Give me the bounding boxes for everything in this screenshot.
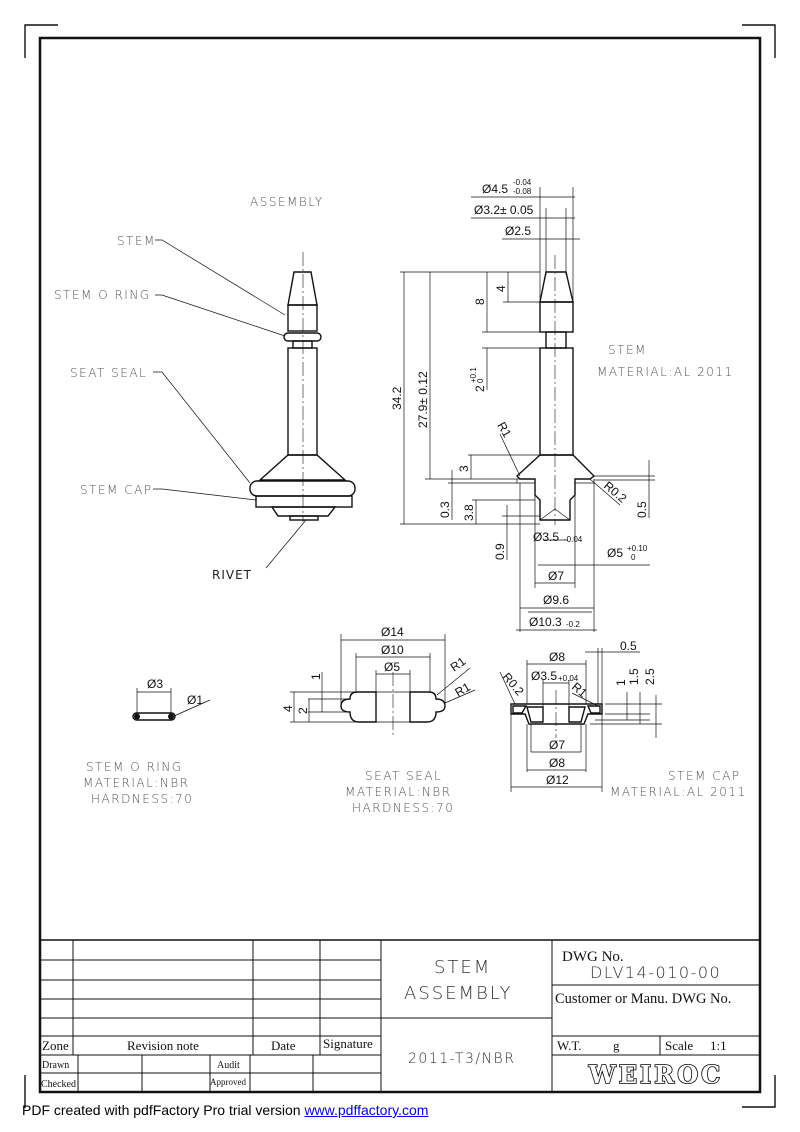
pdf-footer: PDF created with pdfFactory Pro trial ve… <box>22 1102 428 1118</box>
tb-material: 2011-T3/NBR <box>408 1051 515 1067</box>
stem-cap-detail: Ø8 Ø3.5 +0.04 R0.2 R1 0.5 1 1.5 2.5 Ø7 Ø… <box>499 639 747 799</box>
dim-r1: R1 <box>494 420 514 441</box>
tb-wt-label: W.T. <box>557 1038 582 1053</box>
tb-scale-label: Scale <box>665 1038 693 1053</box>
dim-d25: Ø2.5 <box>505 224 531 238</box>
footer-text: PDF created with pdfFactory Pro trial ve… <box>22 1102 305 1118</box>
tb-checked-label: Checked <box>41 1079 76 1090</box>
dim-8: 8 <box>473 298 487 305</box>
cap-dim-h1-5: 1.5 <box>627 668 641 685</box>
cap-material: MATERIAL:AL 2011 <box>610 785 747 799</box>
cap-dim-d7: Ø7 <box>549 738 565 752</box>
cap-dim-0-5: 0.5 <box>620 639 637 653</box>
tb-title-line2: ASSEMBLY <box>404 983 513 1004</box>
stem-name: STEM <box>608 343 647 357</box>
dim-d10-3-tol: -0.2 <box>566 620 580 629</box>
dim-d5-tol-low: 0 <box>631 553 636 562</box>
seal-dim-d5: Ø5 <box>384 660 400 674</box>
dim-d45-tol-up: -0.04 <box>513 178 532 187</box>
seal-hardness: HARDNESS:70 <box>352 801 454 815</box>
tb-dwg-no-label: DWG No. <box>562 949 624 965</box>
dim-4: 4 <box>494 285 508 292</box>
dim-d10-3: Ø10.3 <box>529 615 562 629</box>
seat-seal-detail: Ø14 Ø10 Ø5 R1 R1 4 2 1 SEAT SEAL MATERIA… <box>281 625 476 815</box>
tb-wt-unit: g <box>613 1038 620 1053</box>
tb-dwg-no: DLV14-010-00 <box>590 963 721 982</box>
seal-name: SEAT SEAL <box>365 769 442 783</box>
title-block: Zone Revision note Date Signature Drawn … <box>40 939 760 1092</box>
stem-material: MATERIAL:AL 2011 <box>597 365 734 379</box>
tb-scale: 1:1 <box>710 1038 727 1053</box>
tb-drawn-label: Drawn <box>42 1060 69 1071</box>
dim-d7: Ø7 <box>548 569 564 583</box>
label-stem-o-ring: STEM O RING <box>54 288 151 302</box>
label-stem: STEM <box>117 234 156 248</box>
tb-audit-label: Audit <box>217 1060 240 1071</box>
cap-dim-d8-bottom: Ø8 <box>549 756 565 770</box>
tb-revision-note-label: Revision note <box>127 1038 199 1053</box>
dim-d5: Ø5 <box>607 546 623 560</box>
cap-dim-r0-2: R0.2 <box>500 670 527 699</box>
dim-2-tol-up: +0.1 <box>469 367 478 383</box>
dim-d9-6: Ø9.6 <box>543 593 569 607</box>
tb-title-line1: STEM <box>434 957 491 978</box>
dim-d45-tol-low: -0.08 <box>513 187 532 196</box>
dim-d32: Ø3.2± 0.05 <box>474 203 534 217</box>
dim-d5-tol-up: +0.10 <box>627 544 648 553</box>
cap-name: STEM CAP <box>668 769 741 783</box>
label-seat-seal: SEAT SEAL <box>70 366 147 380</box>
dim-0-9: 0.9 <box>493 543 507 560</box>
cap-dim-h1: 1 <box>614 679 628 686</box>
dim-3: 3 <box>457 465 471 472</box>
tb-signature-label: Signature <box>323 1036 373 1051</box>
cap-dim-h2-5: 2.5 <box>643 668 657 685</box>
tb-zone-label: Zone <box>42 1038 69 1053</box>
o-ring-dim-d3: Ø3 <box>147 677 163 691</box>
dim-27-9: 27.9± 0.12 <box>416 371 430 428</box>
dim-d45: Ø4.5 <box>482 182 508 196</box>
o-ring-detail: Ø3 Ø1 STEM O RING MATERIAL:NBR HARDNESS:… <box>83 677 211 806</box>
dim-d3-5-tol: -0.04 <box>564 535 583 544</box>
assembly-title: ASSEMBLY <box>250 195 324 209</box>
dim-0-3: 0.3 <box>438 501 452 518</box>
tb-approved-label: Approved <box>210 1077 246 1087</box>
dim-2: 2 <box>473 385 487 392</box>
tb-date-label: Date <box>271 1038 296 1053</box>
o-ring-hardness: HARDNESS:70 <box>91 792 193 806</box>
dim-d3-5: Ø3.5 <box>533 530 559 544</box>
o-ring-name: STEM O RING <box>86 760 183 774</box>
label-stem-cap: STEM CAP <box>80 483 153 497</box>
cap-dim-d8-top: Ø8 <box>549 650 565 664</box>
o-ring-dim-d1: Ø1 <box>187 693 203 707</box>
assembly-view: ASSEMBLY STEM STEM O RING SEAT SEAL STEM… <box>54 195 356 582</box>
seal-dim-h4: 4 <box>281 705 295 712</box>
seal-dim-d14: Ø14 <box>381 625 404 639</box>
label-rivet: RIVET <box>212 568 252 582</box>
seal-dim-h1: 1 <box>309 673 323 680</box>
cap-dim-d3-5: Ø3.5 <box>531 669 557 683</box>
seal-dim-r1b: R1 <box>453 680 474 700</box>
tb-customer-dwg-label: Customer or Manu. DWG No. <box>555 991 731 1007</box>
stem-detail: STEM MATERIAL:AL 2011 Ø4.5 -0.04 -0.08 Ø… <box>390 178 734 632</box>
seal-dim-h2: 2 <box>296 707 310 714</box>
cap-dim-d3-5-tol: +0.04 <box>558 674 579 683</box>
dim-34-2: 34.2 <box>390 386 404 410</box>
dim-0-5: 0.5 <box>635 501 649 518</box>
seal-dim-d10: Ø10 <box>381 643 404 657</box>
o-ring-material: MATERIAL:NBR <box>83 776 190 790</box>
cap-dim-d12: Ø12 <box>546 773 569 787</box>
dim-2-tol-low: 0 <box>476 378 485 383</box>
sheet-frame <box>24 24 776 1108</box>
company-logo: WEIROC <box>588 1060 723 1089</box>
dim-3-8: 3.8 <box>462 504 476 521</box>
footer-link[interactable]: www.pdffactory.com <box>304 1102 429 1118</box>
seal-material: MATERIAL:NBR <box>345 785 452 799</box>
